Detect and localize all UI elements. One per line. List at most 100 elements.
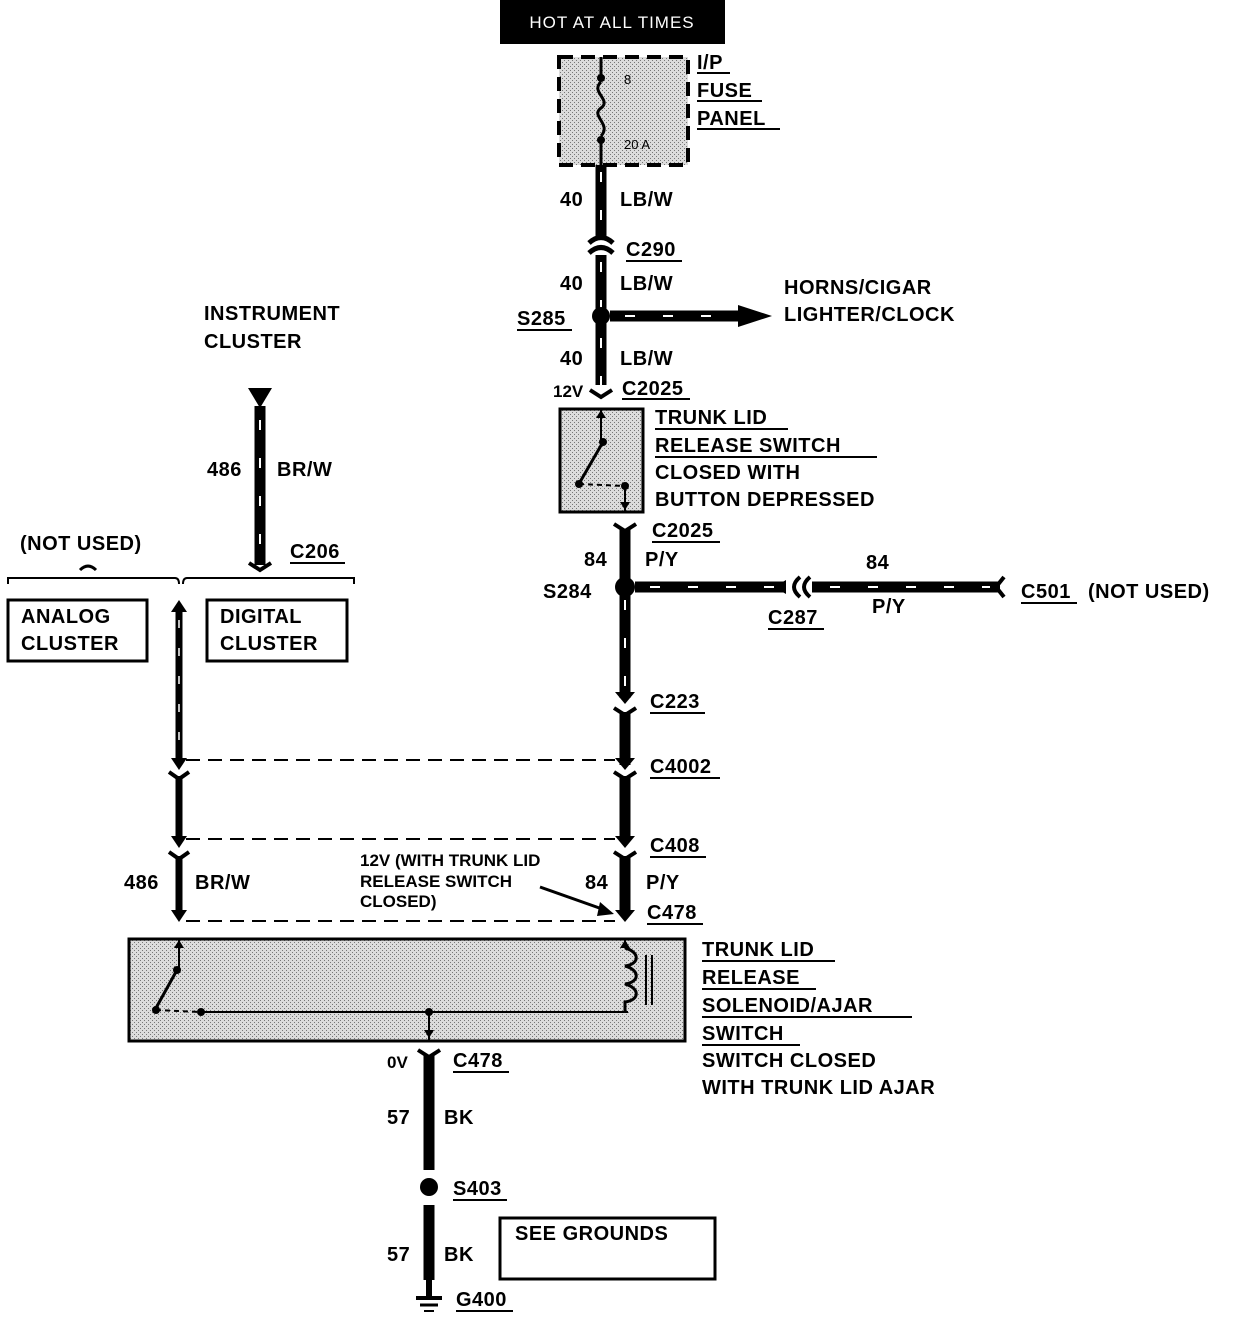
wire-486-bottom-circuit: 486	[124, 872, 159, 894]
wire-40a-color: LB/W	[620, 189, 673, 211]
wire-84b-circuit: 84	[585, 872, 609, 894]
power-label: HOT AT ALL TIMES	[529, 13, 694, 32]
digital-cluster-box	[205, 598, 349, 663]
wire-57b-circuit: 57	[387, 1244, 410, 1266]
wire-40c-circuit: 40	[560, 348, 583, 370]
instrument-cluster-feed: INSTRUMENT CLUSTER 486 BR/W C206	[204, 303, 345, 573]
connector-c501-icon	[993, 575, 1006, 599]
wire-40b-color: LB/W	[620, 273, 673, 295]
splice-s403-dot	[420, 1178, 438, 1196]
voltage-12v: 12V	[553, 382, 584, 401]
splice-s403: S403	[453, 1178, 502, 1200]
see-grounds: SEE GROUNDS	[515, 1223, 668, 1245]
not-used-right: (NOT USED)	[1088, 581, 1210, 603]
wire-40: 40 LB/W C290 40 LB/W S285 40 LB/W 12V C2…	[517, 165, 690, 401]
horns-line1: HORNS/CIGAR	[784, 277, 932, 299]
fuse-panel: 8 20 A I/P FUSE PANEL	[557, 52, 780, 167]
ajar-switch-blade-icon	[154, 969, 179, 1009]
wire-84-branch-color: P/Y	[872, 596, 906, 618]
fuse-panel-line3: PANEL	[697, 108, 766, 130]
wire-84a-circuit: 84	[584, 549, 608, 571]
connector-c206-icon	[247, 561, 273, 573]
connector-c478-top: C478	[647, 902, 697, 924]
see-grounds-box	[498, 1216, 717, 1281]
solenoid-line5: SWITCH CLOSED	[702, 1050, 876, 1072]
switch-blade-icon	[578, 441, 605, 483]
wire-40b-circuit: 40	[560, 273, 583, 295]
fuse-panel-line1: I/P	[697, 52, 723, 74]
wire-84b-color: P/Y	[646, 872, 680, 894]
fuse-number: 8	[624, 72, 631, 87]
wire-486-bottom-color: BR/W	[195, 872, 250, 894]
fuse-element-icon	[596, 80, 606, 138]
analog-cluster-box	[6, 598, 149, 663]
arrow-right-icon	[738, 305, 772, 327]
analog-line2: CLUSTER	[21, 633, 119, 655]
voltage-0v: 0V	[387, 1053, 408, 1072]
instrument-line2: CLUSTER	[204, 331, 302, 353]
ground-icon	[416, 1280, 442, 1312]
c501-branch: 84 P/Y C287 C501 (NOT USED)	[635, 552, 1210, 630]
analog-line1: ANALOG	[21, 606, 111, 628]
wire-57b-color: BK	[444, 1244, 474, 1266]
instrument-line1: INSTRUMENT	[204, 303, 340, 325]
solenoid-line6: WITH TRUNK LID AJAR	[702, 1077, 935, 1099]
wire-486: 486 BR/W	[124, 600, 250, 922]
digital-line1: DIGITAL	[220, 606, 302, 628]
voltage-note: 12V (WITH TRUNK LID RELEASE SWITCH CLOSE…	[360, 851, 614, 916]
wire-40c-color: LB/W	[620, 348, 673, 370]
wire-40a-circuit: 40	[560, 189, 583, 211]
connector-c478-bottom: C478	[453, 1050, 503, 1072]
wire-57a-color: BK	[444, 1107, 474, 1129]
horns-line2: LIGHTER/CLOCK	[784, 304, 955, 326]
connector-c408: C408	[650, 835, 700, 857]
connector-c2025-top-icon	[588, 388, 614, 400]
trunk-switch-line4: BUTTON DEPRESSED	[655, 489, 875, 511]
splice-s284-dot	[615, 577, 635, 597]
connector-c290-icon	[587, 235, 615, 245]
horns-branch: HORNS/CIGAR LIGHTER/CLOCK	[610, 277, 955, 327]
connector-c2025-top: C2025	[622, 378, 683, 400]
splice-s284: S284	[543, 581, 592, 603]
ground-g400: G400	[456, 1289, 507, 1311]
ground-wire: 0V C478 57 BK S403 57 BK SEE GROUNDS G40…	[387, 1048, 717, 1312]
cluster-options: (NOT USED) ANALOG CLUSTER DIGITAL CLUSTE…	[6, 533, 355, 663]
wire-84-branch-circuit: 84	[866, 552, 890, 574]
power-header: HOT AT ALL TIMES	[500, 0, 725, 44]
connector-c2025-bottom-icon	[612, 522, 638, 534]
note-line3: CLOSED)	[360, 892, 437, 911]
note-line2: RELEASE SWITCH	[360, 872, 512, 891]
wire-486-top-color: BR/W	[277, 459, 332, 481]
solenoid-line3: SOLENOID/AJAR	[702, 995, 873, 1017]
splice-s285-dot	[592, 307, 610, 325]
digital-line2: CLUSTER	[220, 633, 318, 655]
wire-486-top-circuit: 486	[207, 459, 242, 481]
trunk-switch-line1: TRUNK LID	[655, 407, 767, 429]
solenoid-line1: TRUNK LID	[702, 939, 814, 961]
connector-c206: C206	[290, 541, 340, 563]
connector-c290: C290	[626, 239, 676, 261]
connector-c287: C287	[768, 607, 818, 629]
wire-84: C2025 84 P/Y S284 C223 C4002 C408 84 P/Y…	[543, 520, 720, 925]
fuse-rating: 20 A	[624, 137, 650, 152]
trunk-release-switch: TRUNK LID RELEASE SWITCH CLOSED WITH BUT…	[558, 407, 877, 514]
trunk-switch-line2: RELEASE SWITCH	[655, 435, 841, 457]
connector-c287-icon	[792, 575, 802, 599]
solenoid-line4: SWITCH	[702, 1023, 784, 1045]
trunk-solenoid: TRUNK LID RELEASE SOLENOID/AJAR SWITCH S…	[127, 937, 935, 1099]
trunk-switch-line3: CLOSED WITH	[655, 462, 801, 484]
solenoid-coil-icon	[623, 946, 638, 1012]
connector-links	[186, 759, 615, 922]
not-used-left: (NOT USED)	[20, 533, 142, 555]
connector-c2025-bottom: C2025	[652, 520, 713, 542]
connector-c4002: C4002	[650, 756, 711, 778]
wire-57a-circuit: 57	[387, 1107, 410, 1129]
solenoid-line2: RELEASE	[702, 967, 800, 989]
fuse-panel-line2: FUSE	[697, 80, 752, 102]
connector-c501: C501	[1021, 581, 1071, 603]
splice-s285: S285	[517, 308, 566, 330]
wire-84a-color: P/Y	[645, 549, 679, 571]
connector-c223: C223	[650, 691, 700, 713]
note-arrow-icon	[597, 902, 614, 916]
